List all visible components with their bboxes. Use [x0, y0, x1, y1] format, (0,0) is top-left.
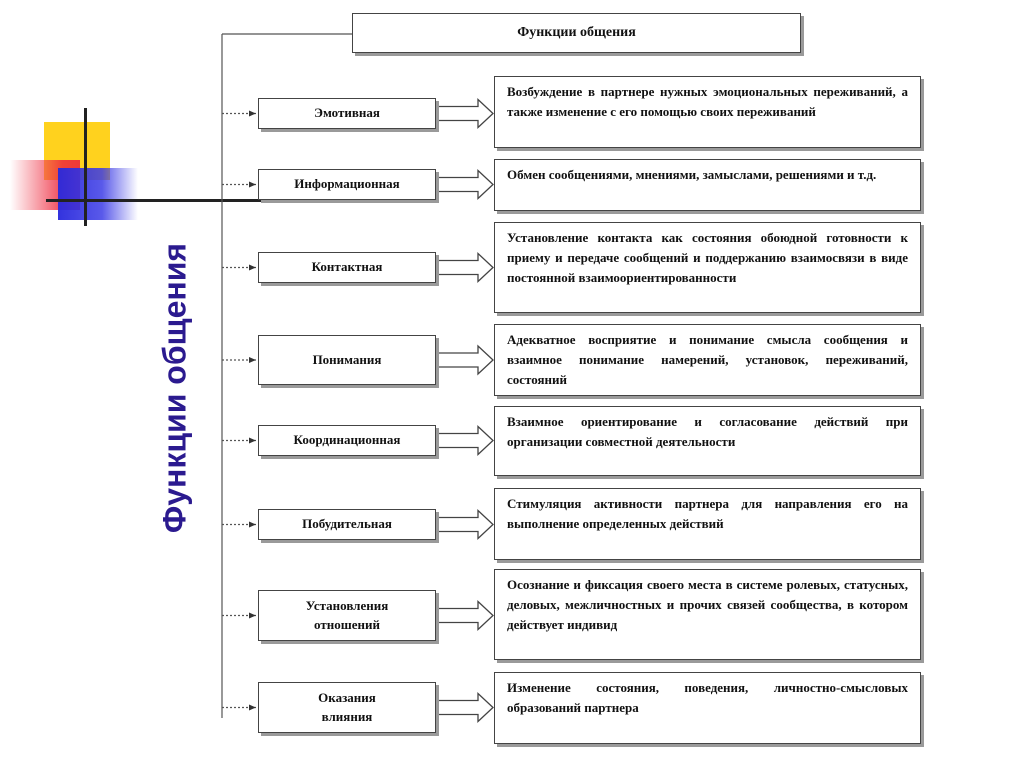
block-arrow-icon [436, 169, 494, 200]
decor-horizontal-line [46, 199, 336, 202]
decor-vertical-line [84, 108, 87, 226]
diagram-title: Функции общения [352, 13, 801, 53]
function-description: Установление контакта как состояния обою… [494, 222, 921, 313]
function-box: Координационная [258, 425, 436, 456]
function-description: Возбуждение в партнере нужных эмоциональ… [494, 76, 921, 148]
block-arrow-icon [436, 425, 494, 456]
block-arrow-icon [436, 692, 494, 723]
function-box: Установления отношений [258, 590, 436, 641]
block-arrow-icon [436, 600, 494, 631]
function-box: Эмотивная [258, 98, 436, 129]
function-description: Обмен сообщениями, мнениями, замыслами, … [494, 159, 921, 211]
decor-blue-gradient [58, 168, 138, 220]
block-arrow-icon [436, 98, 494, 129]
block-arrow-icon [436, 509, 494, 540]
function-description: Изменение состояния, поведения, личностн… [494, 672, 921, 744]
function-box: Информационная [258, 169, 436, 200]
function-box: Контактная [258, 252, 436, 283]
block-arrow-icon [436, 252, 494, 283]
function-box: Побудительная [258, 509, 436, 540]
function-description: Адекватное восприятие и понимание смысла… [494, 324, 921, 396]
function-box: Оказания влияния [258, 682, 436, 733]
block-arrow-icon [436, 344, 494, 376]
function-box: Понимания [258, 335, 436, 385]
function-description: Стимуляция активности партнера для напра… [494, 488, 921, 560]
function-description: Взаимное ориентирование и согласование д… [494, 406, 921, 476]
function-description: Осознание и фиксация своего места в сист… [494, 569, 921, 660]
